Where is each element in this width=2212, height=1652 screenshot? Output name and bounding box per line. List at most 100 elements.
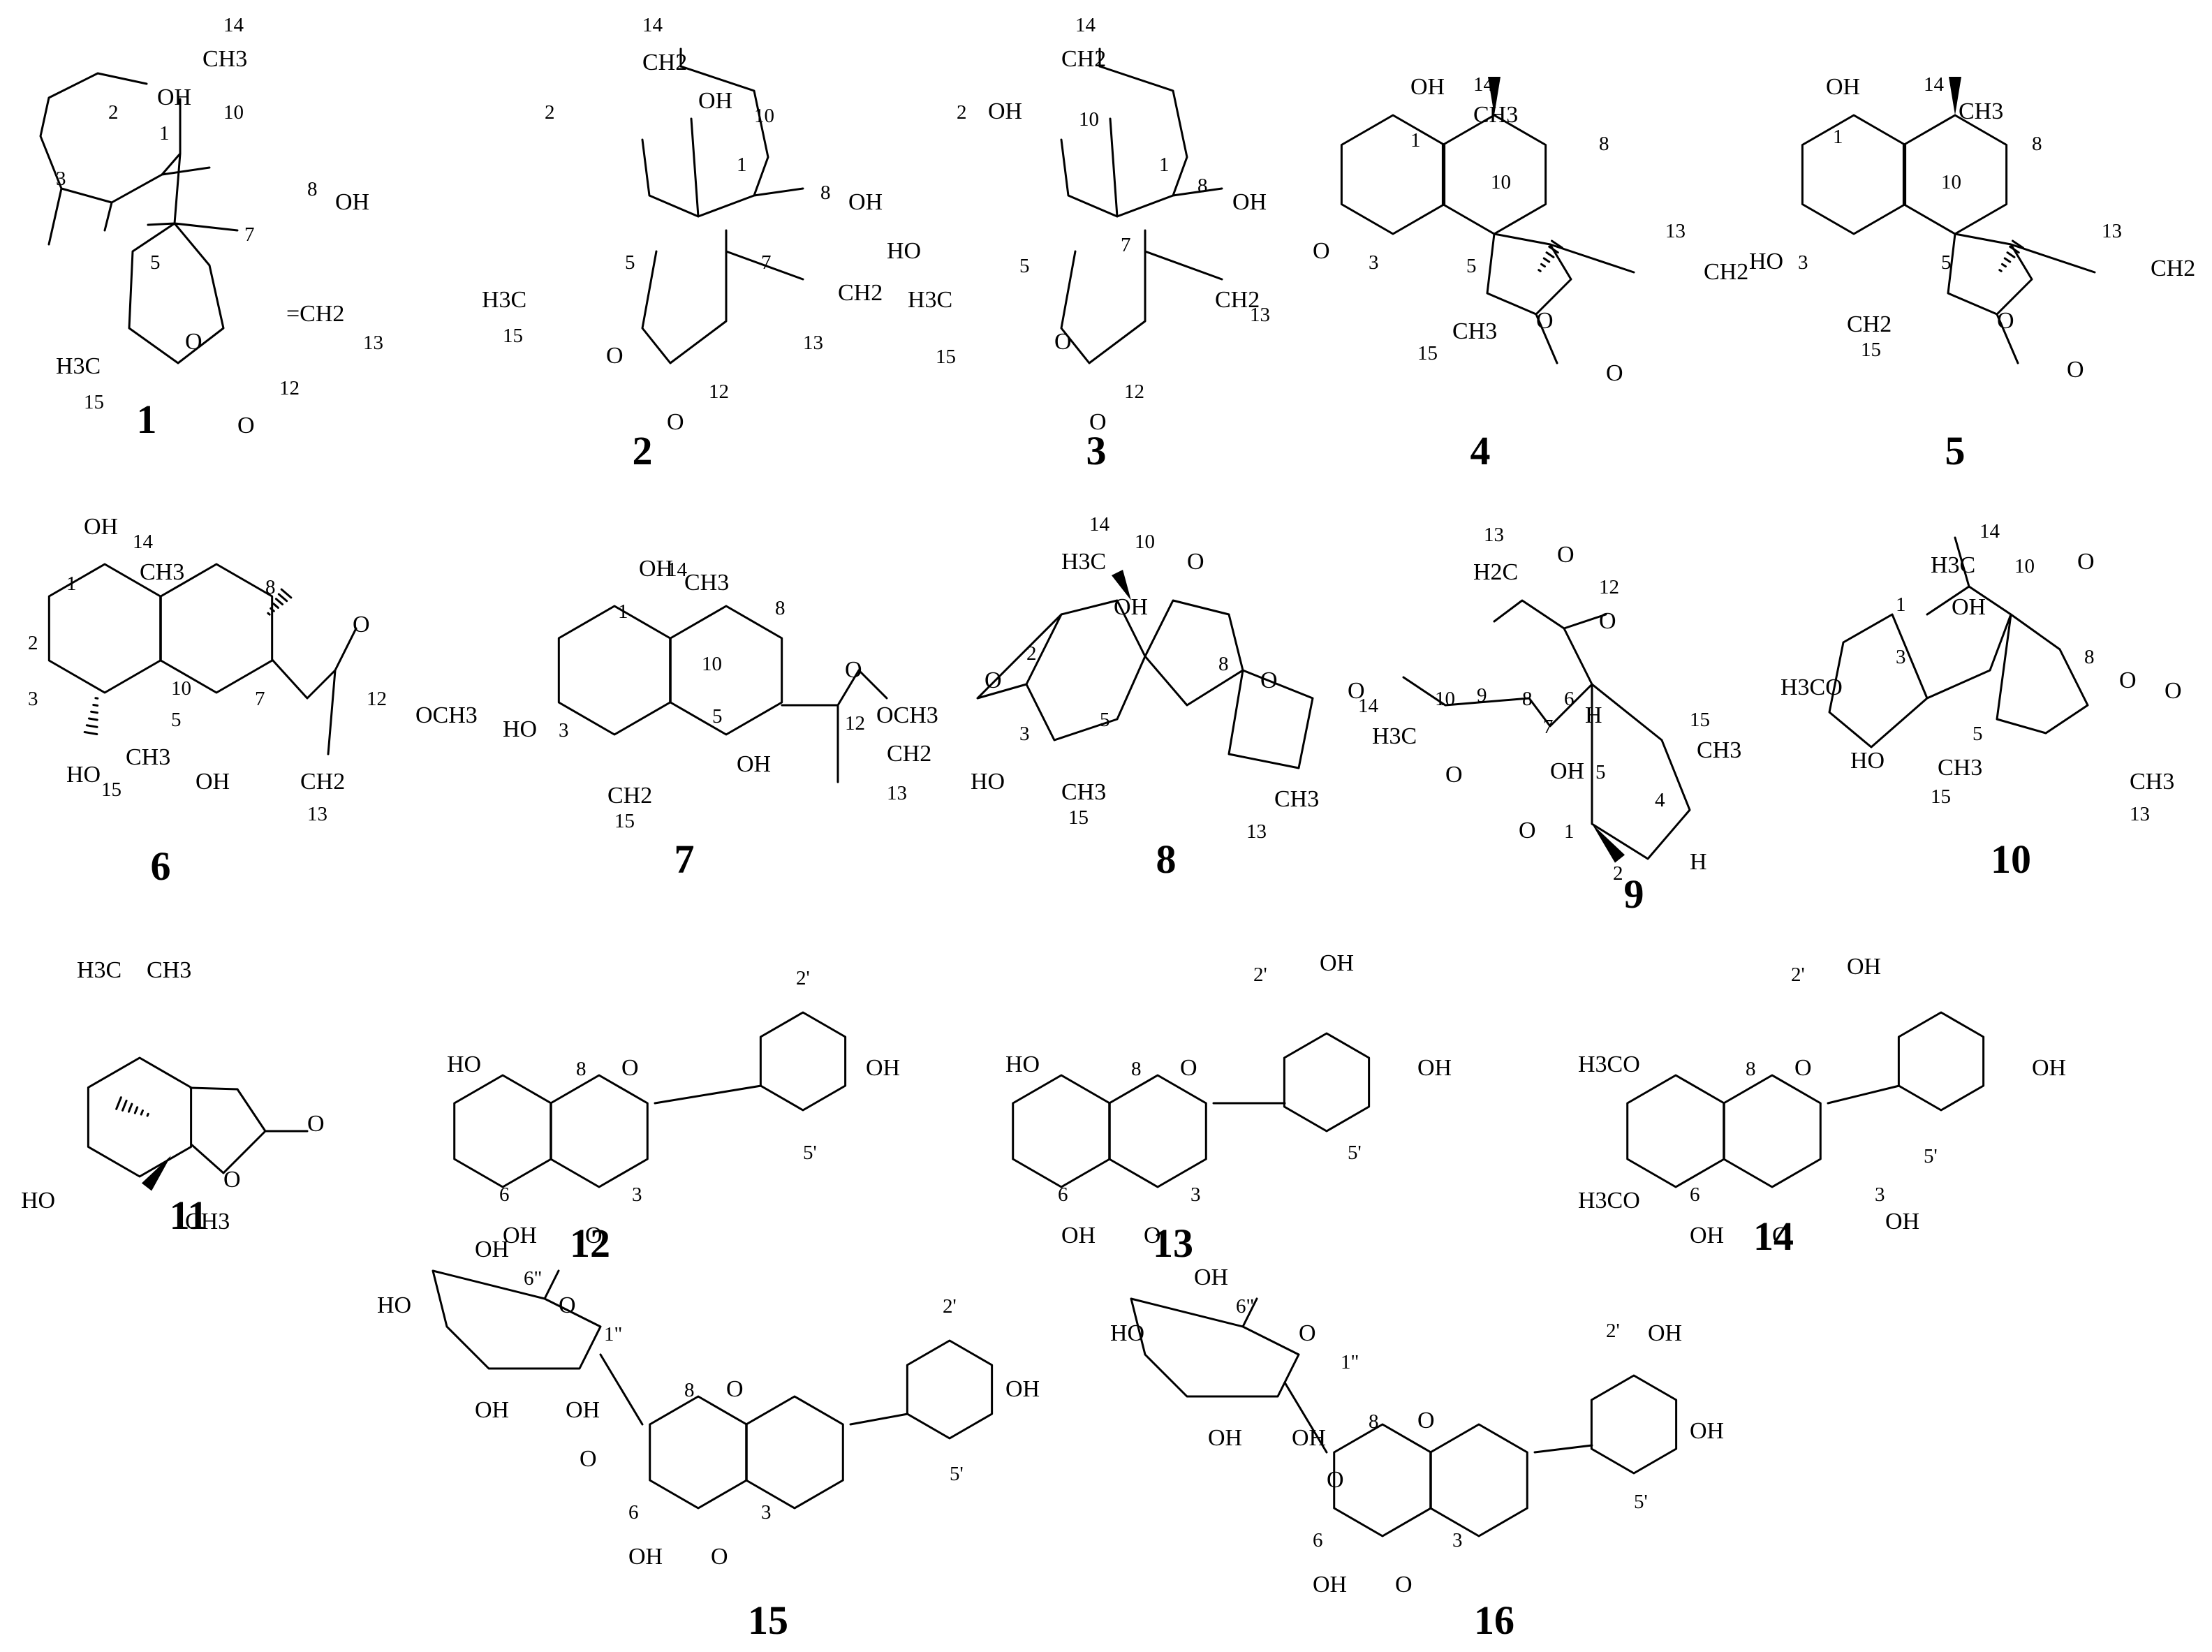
hash-bond: [1538, 269, 1542, 272]
position-number: 14: [1075, 14, 1096, 36]
position-number: 13: [307, 803, 327, 825]
atom-label: CH3: [202, 46, 247, 72]
position-number: 7: [1543, 716, 1554, 738]
position-number: 12: [367, 688, 387, 710]
atom-label: OH: [475, 1237, 509, 1262]
atom-label: OH: [1690, 1418, 1724, 1444]
position-number: 1: [1564, 820, 1575, 843]
position-number: 6: [1564, 688, 1575, 710]
atom-label: O: [606, 343, 624, 369]
atom-label: O: [1313, 238, 1330, 264]
position-number: 8: [1131, 1058, 1142, 1080]
position-number: 3: [1452, 1529, 1463, 1551]
compound-number-4: 4: [1470, 428, 1491, 473]
atom-label: CH3: [140, 559, 184, 585]
hash-bond: [1545, 251, 1555, 258]
atom-label: O: [1260, 668, 1278, 693]
hash-bond: [2009, 245, 2020, 254]
position-number: 12: [279, 377, 300, 399]
position-number: 13: [1246, 820, 1267, 843]
compound-number-9: 9: [1624, 871, 1644, 917]
position-number: 8: [2084, 646, 2095, 668]
atom-label: H3C: [908, 287, 952, 313]
atom-label: O: [353, 612, 370, 637]
position-number: 2: [28, 632, 38, 654]
atom-label: OH: [1194, 1264, 1228, 1290]
atom-label: CH3: [684, 570, 729, 596]
compound-number-1: 1: [137, 397, 157, 442]
position-number: 8: [2032, 133, 2042, 155]
atom-label: H3CO: [1578, 1052, 1640, 1077]
position-number: 2': [943, 1295, 957, 1318]
position-number: 15: [1861, 339, 1881, 361]
atom-label: O: [559, 1292, 576, 1318]
position-number: 5': [803, 1142, 817, 1164]
hash-bond: [1540, 263, 1546, 268]
hash-bond: [274, 598, 284, 606]
position-number: 6: [628, 1501, 639, 1524]
bond-line: [654, 1084, 762, 1105]
position-number: 7: [761, 251, 772, 274]
position-number: 15: [1068, 806, 1089, 829]
hash-bond: [2003, 257, 2012, 263]
atom-label: HO: [971, 769, 1005, 795]
atom-label: OH: [1061, 1223, 1096, 1248]
atom-label: CH3: [147, 957, 191, 983]
atom-label: OH: [1885, 1209, 1919, 1234]
bond-line: [1108, 1074, 1207, 1188]
bond-line: [1590, 1374, 1678, 1475]
hash-bond: [267, 612, 271, 616]
position-number: 1: [1896, 593, 1906, 616]
position-number: 3: [1798, 251, 1808, 274]
atom-label: OH: [698, 88, 732, 114]
atom-label: OH: [335, 189, 369, 215]
position-number: 14: [1089, 513, 1110, 536]
wedge-bond: [1592, 824, 1625, 863]
atom-label: OH: [737, 751, 771, 777]
atom-label: O: [621, 1055, 639, 1081]
atom-label: CH2: [887, 741, 931, 767]
compound-number-11: 11: [170, 1193, 208, 1238]
position-number: 1: [1159, 154, 1170, 176]
bond-line: [189, 1086, 309, 1174]
atom-label: O: [1089, 409, 1107, 435]
position-number: 2: [957, 101, 967, 124]
atom-label: O: [580, 1446, 597, 1472]
bond-line: [641, 47, 804, 364]
atom-label: OH: [1232, 189, 1267, 215]
position-number: 8: [820, 182, 831, 204]
atom-label: OH: [1847, 954, 1881, 980]
bond-line: [759, 1011, 847, 1112]
atom-label: O: [2077, 549, 2095, 575]
atom-label: OH: [1952, 594, 1986, 620]
position-number: 2': [796, 967, 810, 989]
position-number: 12: [1124, 381, 1144, 403]
atom-label: CH3: [126, 744, 170, 770]
atom-label: H3C: [1931, 552, 1975, 578]
hash-bond: [2012, 239, 2024, 249]
position-number: 1": [1341, 1351, 1359, 1373]
position-number: 8: [576, 1058, 587, 1080]
atom-label: OCH3: [415, 702, 478, 728]
position-number: 15: [936, 346, 956, 368]
atom-label: CH2: [838, 280, 883, 306]
bond-line: [1130, 1297, 1300, 1398]
bond-line: [550, 1074, 649, 1188]
position-number: 3: [632, 1183, 642, 1206]
position-number: 2': [1253, 964, 1267, 986]
position-number: 5': [1924, 1145, 1938, 1167]
atom-label: CH2: [1704, 259, 1748, 285]
compound-number-12: 12: [570, 1220, 610, 1266]
atom-label: CH2: [1061, 46, 1106, 72]
bond-line: [1283, 1381, 1593, 1454]
bond-line: [1828, 536, 2089, 748]
atom-label: CH3: [1452, 318, 1497, 344]
bond-line: [47, 152, 239, 364]
